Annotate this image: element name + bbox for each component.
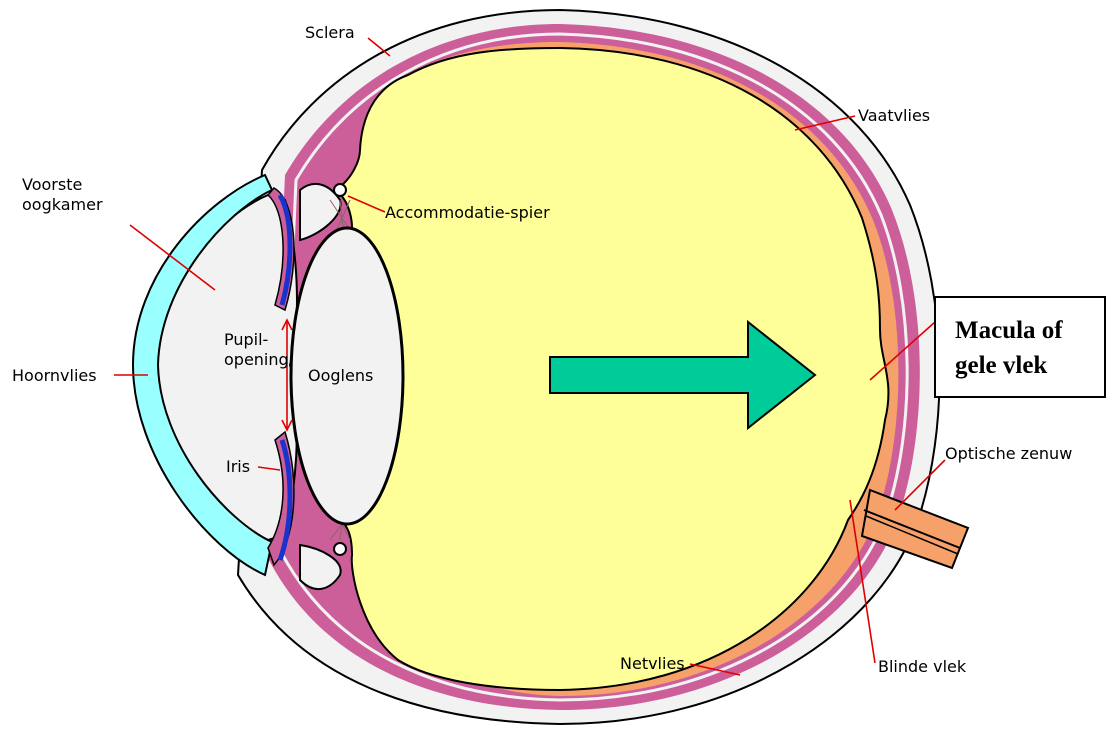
label-iris: Iris [226, 457, 250, 476]
label-ooglens: Ooglens [308, 366, 373, 385]
label-vaatvlies: Vaatvlies [858, 106, 930, 125]
macula-label-2: gele vlek [955, 352, 1047, 379]
label-voorste-2: oogkamer [22, 195, 103, 214]
label-accommodatie: Accommodatie-spier [385, 203, 550, 222]
label-optische: Optische zenuw [945, 444, 1072, 463]
label-pupil-1: Pupil- [224, 330, 268, 349]
label-pupil-2: opening [224, 350, 289, 369]
accommodation-muscle-upper [334, 184, 346, 196]
label-voorste-1: Voorste [22, 175, 82, 194]
label-blinde: Blinde vlek [878, 657, 967, 676]
macula-box [935, 297, 1105, 397]
label-netvlies: Netvlies [620, 654, 685, 673]
accommodation-muscle-lower [334, 543, 346, 555]
macula-label-1: Macula of [955, 317, 1063, 344]
label-sclera: Sclera [305, 23, 355, 42]
label-hoornvlies: Hoornvlies [12, 366, 97, 385]
